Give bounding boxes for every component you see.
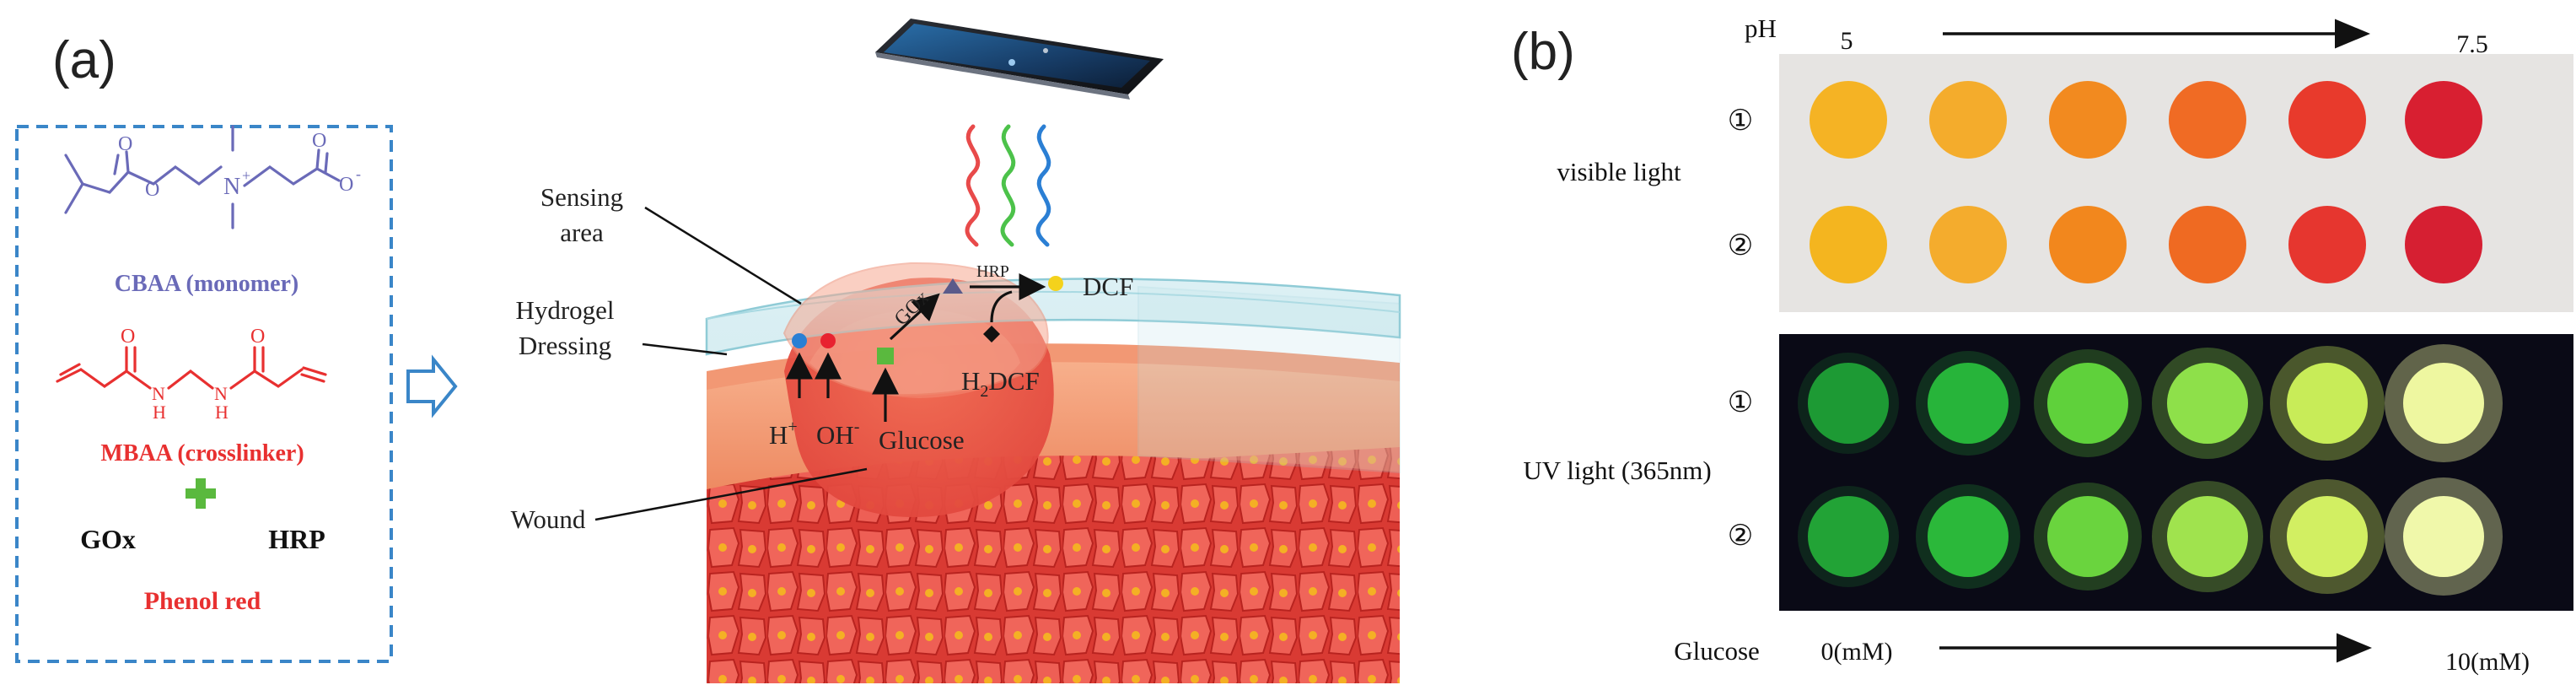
right-arrow-icon — [406, 354, 458, 418]
h-plus-label: H+ — [769, 418, 798, 450]
uv-row2-marker: ② — [1728, 520, 1753, 552]
h-plus-marker — [792, 333, 807, 348]
mbaa-n-2: N — [214, 383, 228, 404]
sensing-area-line1: Sensing — [540, 182, 623, 212]
wound-label: Wound — [511, 467, 868, 534]
visible-dot-1-1 — [1810, 81, 1887, 159]
glucose-start: 0(mM) — [1821, 638, 1893, 666]
visible-dot-2-3 — [2049, 206, 2127, 283]
hrp-label: HRP — [268, 524, 325, 554]
uv-dot-1-4 — [2167, 363, 2248, 444]
visible-dot-2-6 — [2405, 206, 2482, 283]
uv-row1-marker: ① — [1728, 387, 1753, 418]
mbaa-n-1: N — [152, 383, 165, 404]
uv-dot-1-6 — [2403, 363, 2484, 444]
ph-start: 5 — [1841, 27, 1853, 55]
visible-dot-1-3 — [2049, 81, 2127, 159]
uv-dot-1-1 — [1808, 363, 1889, 444]
visible-dot-1-4 — [2169, 81, 2246, 159]
visible-dot-1-6 — [2405, 81, 2482, 159]
visible-row1-marker: ① — [1728, 105, 1753, 137]
cbaa-o-2: O — [145, 179, 159, 201]
glucose-label: Glucose — [1674, 636, 1760, 666]
cbaa-o-1: O — [118, 133, 132, 155]
cbaa-minus: - — [356, 165, 361, 182]
mbaa-h-1: H — [153, 402, 166, 423]
uv-dot-1-5 — [2287, 363, 2368, 444]
glucose-end: 10(mM) — [2445, 648, 2530, 676]
ph-end: 7.5 — [2456, 30, 2488, 58]
cbaa-label: CBAA (monomer) — [115, 271, 299, 297]
plus-icon — [186, 478, 216, 509]
wound-text: Wound — [511, 504, 586, 534]
uv-dot-2-6 — [2403, 496, 2484, 577]
uv-dot-1-3 — [2047, 363, 2128, 444]
mbaa-h-2: H — [215, 402, 229, 423]
dcf-marker — [1048, 276, 1063, 291]
visible-light-label: visible light — [1557, 157, 1681, 186]
cbaa-o-3: O — [312, 130, 326, 152]
smartphone-icon — [875, 19, 1164, 100]
h2dcf-marker — [983, 326, 1000, 342]
gox-marker — [943, 278, 963, 294]
mbaa-o-2: O — [250, 326, 265, 348]
ph-label: pH — [1745, 13, 1777, 43]
reaction-arrows — [786, 273, 1046, 422]
mbaa-structure — [56, 346, 327, 390]
glucose-diagram-label: Glucose — [879, 425, 965, 455]
sensing-area — [782, 262, 1049, 396]
visible-dot-2-4 — [2169, 206, 2246, 283]
mbaa-o-1: O — [121, 326, 135, 348]
glucose-marker — [877, 348, 894, 364]
oh-minus-label: OH- — [816, 418, 859, 450]
visible-dot-1-5 — [2288, 81, 2366, 159]
uv-light-label: UV light (365nm) — [1523, 456, 1711, 485]
panel-b-label: (b) — [1511, 23, 1575, 81]
h2dcf-label: H2DCF — [961, 366, 1040, 401]
cbaa-n-plus: + — [242, 167, 250, 184]
visible-light-dots — [1810, 81, 2482, 283]
uv-dot-2-2 — [1928, 496, 2009, 577]
visible-dot-1-2 — [1929, 81, 2007, 159]
mbaa-label: MBAA (crosslinker) — [100, 440, 304, 467]
sensing-area-line2: area — [560, 218, 604, 247]
hydrogel-line2: Dressing — [519, 331, 611, 360]
oh-minus-marker — [820, 333, 836, 348]
visible-row2-marker: ② — [1728, 230, 1753, 262]
cbaa-o-minus: O — [339, 174, 353, 196]
sensing-area-label: Sensing area — [540, 182, 802, 305]
uv-dot-2-3 — [2047, 496, 2128, 577]
components-box — [15, 125, 393, 663]
panel-a-label: (a) — [52, 31, 116, 89]
hrp-diagram-label: HRP — [976, 262, 1009, 281]
uv-dot-2-1 — [1808, 496, 1889, 577]
visible-dot-2-1 — [1810, 206, 1887, 283]
hydrogel-line1: Hydrogel — [515, 295, 614, 325]
cbaa-n: N — [223, 174, 240, 200]
hydrogel-dressing-label: Hydrogel Dressing — [515, 295, 728, 360]
dcf-label: DCF — [1083, 272, 1133, 301]
uv-dot-2-5 — [2287, 496, 2368, 577]
uv-dot-1-2 — [1928, 363, 2009, 444]
visible-dot-2-2 — [1929, 206, 2007, 283]
uv-light-dots — [1798, 344, 2503, 596]
gox-label: GOx — [80, 524, 136, 554]
uv-dot-2-4 — [2167, 496, 2248, 577]
cbaa-structure — [64, 125, 341, 229]
phenol-red-label: Phenol red — [144, 587, 261, 615]
signal-waves-icon — [965, 124, 1051, 247]
visible-dot-2-5 — [2288, 206, 2366, 283]
